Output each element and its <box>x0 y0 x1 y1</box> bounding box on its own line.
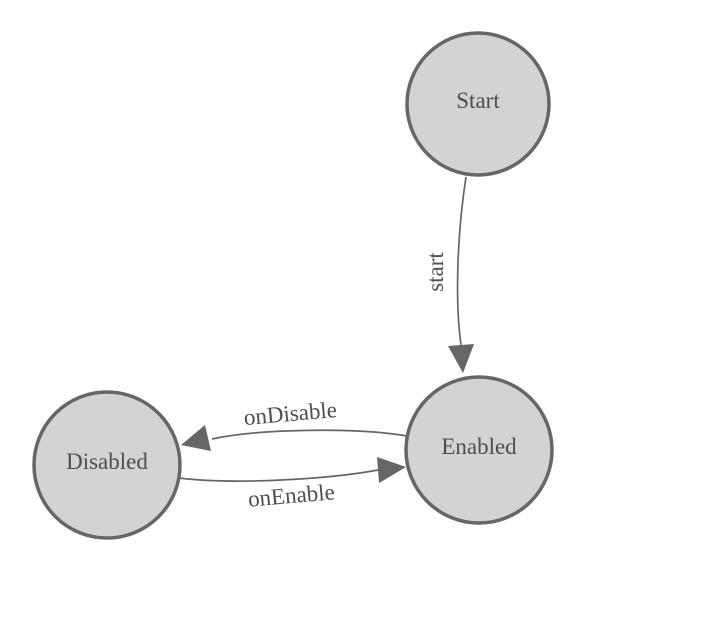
node-enabled-label: Enabled <box>441 434 517 459</box>
node-disabled-label: Disabled <box>66 449 148 474</box>
edge-label-ondisable: onDisable <box>243 397 338 430</box>
arrowhead-into-disabled <box>181 425 211 451</box>
node-disabled: Disabled <box>32 390 182 540</box>
node-enabled-circle <box>404 375 554 525</box>
node-start-circle <box>405 31 551 177</box>
edge-label-onenable: onEnable <box>247 479 336 511</box>
edge-disabled-to-enabled: onEnable <box>178 457 406 512</box>
edge-line-onenable <box>178 469 379 482</box>
edge-label-start: start <box>423 252 448 292</box>
edge-start-to-enabled: start <box>423 176 474 373</box>
edge-line-start <box>456 176 467 346</box>
arrowhead-into-enabled-top <box>448 344 474 373</box>
node-start-label: Start <box>456 88 500 113</box>
node-enabled: Enabled <box>404 375 554 525</box>
edge-line-ondisable <box>211 429 408 440</box>
node-disabled-circle <box>32 390 182 540</box>
arrowhead-into-enabled-left <box>377 457 406 483</box>
edge-enabled-to-disabled: onDisable <box>181 397 408 451</box>
node-start: Start <box>405 31 551 177</box>
